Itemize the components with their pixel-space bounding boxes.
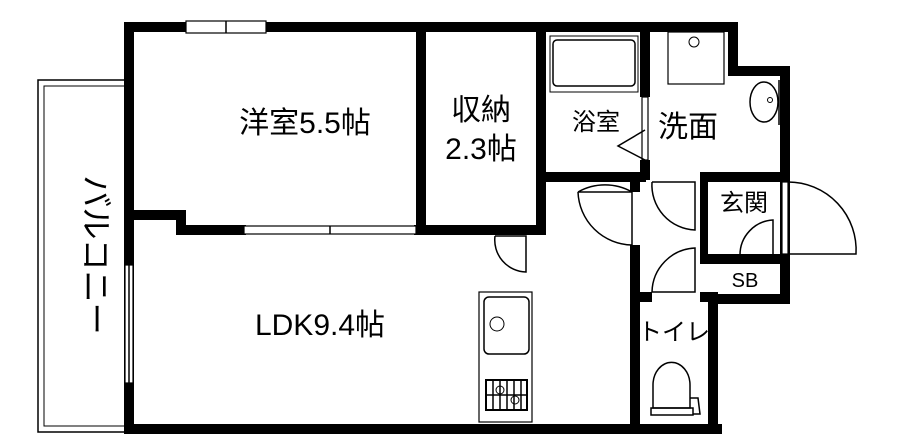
toilet-icon	[650, 361, 701, 416]
kitchen-counter	[478, 291, 533, 423]
bathtub	[549, 35, 639, 93]
room-label-bathroom: 浴室	[572, 109, 620, 136]
room-label-shoe-box: SB	[732, 270, 759, 292]
room-label-western-room: 洋室5.5帖	[239, 107, 371, 140]
room-label-toilet: トイレ	[638, 319, 710, 346]
room-label-washroom: 洗面	[658, 111, 718, 144]
room-label-entrance: 玄関	[720, 190, 768, 217]
wash-basin-icon	[749, 80, 780, 125]
openings	[124, 20, 857, 384]
balcony-label: バルコニー	[78, 175, 114, 334]
room-label-storage: 収納	[451, 94, 511, 127]
room-label-storage-size: 2.3帖	[445, 133, 517, 166]
washing-machine-space	[667, 31, 725, 85]
room-label-ldk: LDK9.4帖	[255, 309, 385, 342]
